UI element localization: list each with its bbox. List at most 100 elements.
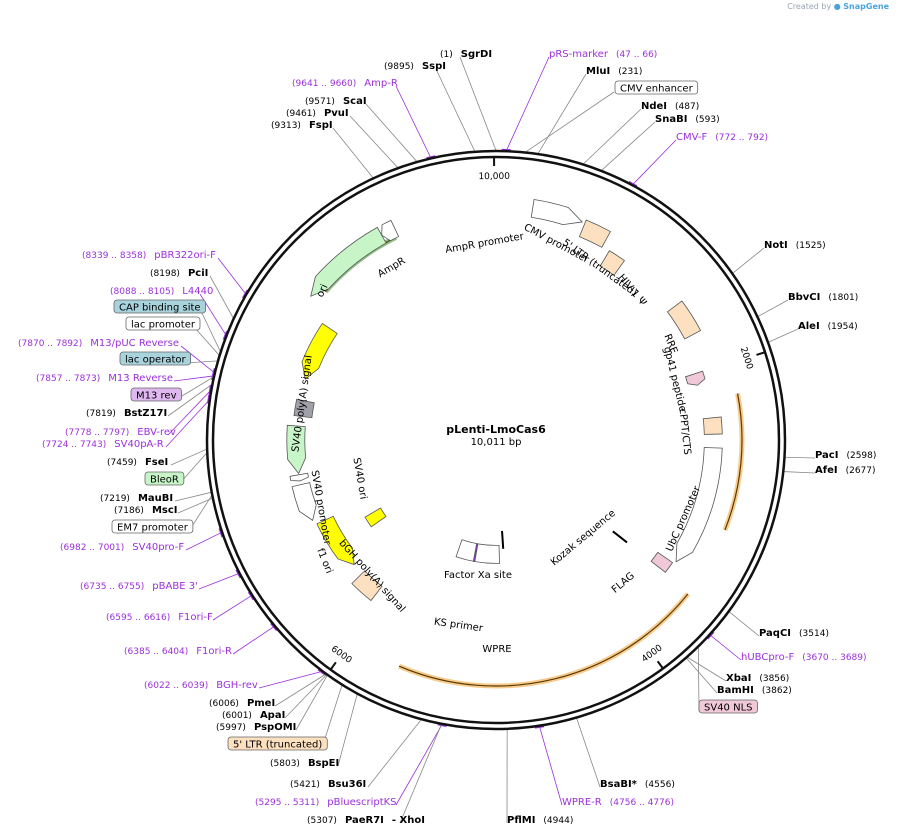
- leader-line: [783, 471, 816, 474]
- feature-f1-ori[interactable]: [316, 515, 355, 566]
- site-label-sv40-nls[interactable]: SV40 NLS: [698, 699, 758, 714]
- feature-ori[interactable]: [301, 322, 338, 380]
- site-name-second: - XhoI: [392, 815, 425, 826]
- site-label-apai[interactable]: (6001)ApaI: [222, 710, 285, 721]
- site-position: (3856): [759, 674, 789, 684]
- site-label-f1ori-f[interactable]: (6595 .. 6616)F1ori-F: [106, 612, 213, 623]
- features: [286, 199, 723, 602]
- feature-5-ltr-truncated[interactable]: [578, 219, 611, 248]
- site-position: (7219): [100, 494, 130, 504]
- feature-ubc-promoter[interactable]: [675, 447, 723, 563]
- feature-bgh-poly-a-signal[interactable]: [351, 570, 383, 602]
- site-name: MauBI: [138, 493, 173, 504]
- site-label-bleor[interactable]: BleoR: [144, 471, 185, 486]
- site-label-fspi[interactable]: (9313)FspI: [271, 120, 333, 131]
- feature-wpre[interactable]: [455, 539, 500, 564]
- site-label-m13-reverse[interactable]: (7857 .. 7873)M13 Reverse: [36, 373, 173, 384]
- site-label-sv40pro-f[interactable]: (6982 .. 7001) SV40pro-F: [60, 542, 184, 553]
- feature-em7-promoter[interactable]: [289, 472, 309, 482]
- site-label-msci[interactable]: (7186)MscI: [114, 505, 178, 516]
- feature-flag[interactable]: [650, 551, 674, 573]
- site-label-maubi[interactable]: (7219) MauBI: [100, 493, 173, 504]
- leader-line: [537, 73, 587, 155]
- site-label-xbai[interactable]: XbaI(3856): [726, 673, 789, 684]
- site-label-wpre-r[interactable]: WPRE-R(4756 .. 4776): [562, 797, 674, 808]
- site-name: BspEI: [308, 758, 339, 769]
- feature-factor-xa-site[interactable]: [501, 530, 505, 549]
- feature-label: f1 ori: [314, 547, 334, 575]
- site-label-paer7i[interactable]: (5307)PaeR7I- XhoI: [307, 815, 425, 826]
- feature-cppt-cts[interactable]: [702, 416, 723, 435]
- site-name: F1ori-R: [196, 646, 232, 657]
- site-label-pmei[interactable]: (6006)PmeI: [209, 698, 275, 709]
- site-label-lac-operator[interactable]: lac operator: [119, 351, 191, 366]
- feature-rre[interactable]: [666, 300, 702, 340]
- site-label-pflmi[interactable]: PflMI(4944): [507, 815, 573, 826]
- site-label-hubcpro-f[interactable]: hUBCpro-F(3670 .. 3689): [741, 652, 867, 663]
- arc-line: [554, 593, 689, 680]
- site-label-bsabi[interactable]: BsaBI *(4556): [600, 779, 675, 790]
- site-name: SV40pro-F: [132, 542, 184, 553]
- site-label-mlui[interactable]: MluI(231): [586, 66, 642, 77]
- site-position: (1954): [828, 322, 858, 332]
- site-label-l4440[interactable]: (8088 .. 8105)L4440: [110, 286, 213, 297]
- leader-line: [185, 531, 223, 551]
- site-name: M13/pUC Reverse: [90, 338, 179, 349]
- site-label-f1ori-r[interactable]: (6385 .. 6404)F1ori-R: [124, 646, 232, 657]
- site-label-pcii[interactable]: (8198)PciI: [150, 268, 208, 279]
- site-label-prs-marker[interactable]: pRS-marker(47 .. 66): [549, 49, 657, 60]
- feature-hiv-1[interactable]: [599, 250, 626, 276]
- site-label-5-ltr-truncated[interactable]: 5' LTR (truncated): [227, 736, 328, 751]
- site-label-cmv-f[interactable]: CMV-F(772 .. 792): [676, 132, 768, 143]
- site-label-sspi[interactable]: (9895)SspI: [384, 61, 446, 72]
- site-label-cap-binding-site[interactable]: CAP binding site: [113, 299, 206, 314]
- feature-box-label: CMV enhancer: [620, 84, 694, 95]
- site-label-m13-rev[interactable]: M13 rev: [130, 387, 182, 402]
- site-label-pbluescriptks[interactable]: (5295 .. 5311)pBluescriptKS: [255, 797, 397, 808]
- site-label-em7-promoter[interactable]: EM7 promoter: [111, 519, 194, 534]
- site-label-sv40pa-r[interactable]: (7724 .. 7743)SV40pA-R: [42, 439, 164, 450]
- feature-ampr-promoter[interactable]: [381, 219, 400, 242]
- site-label-paci[interactable]: PacI(2598): [815, 450, 876, 461]
- site-label-pbr322ori-f[interactable]: (8339 .. 8358)pBR322ori-F: [82, 250, 216, 261]
- site-label-bamhi[interactable]: BamHI(3862): [717, 685, 792, 696]
- feature-sv40-promoter[interactable]: [291, 482, 317, 522]
- site-label-scai[interactable]: (9571)ScaI: [305, 96, 367, 107]
- feature-kozak-sequence[interactable]: [612, 530, 628, 544]
- site-position: (772 .. 792): [715, 133, 768, 143]
- site-label-pspomi[interactable]: (5997)PspOMI: [216, 722, 296, 733]
- feature-sv40-ori[interactable]: [364, 507, 387, 528]
- leader-line: [686, 656, 727, 682]
- site-label-sgrdi[interactable]: (1)SgrDI: [440, 49, 492, 60]
- feature-gp41-peptide[interactable]: [685, 370, 706, 386]
- site-position: (6982 .. 7001): [60, 543, 124, 553]
- site-label-cmv-enhancer[interactable]: CMV enhancer: [614, 80, 699, 95]
- site-label-ndei[interactable]: NdeI(487): [641, 101, 699, 112]
- site-label-ebv-rev[interactable]: (7778 .. 7797)EBV-rev: [65, 427, 176, 438]
- site-label-alei[interactable]: AleI(1954): [798, 321, 858, 332]
- plasmid-backbone: [205, 149, 787, 731]
- site-label-afei[interactable]: AfeI(2677): [815, 465, 876, 476]
- site-label-bgh-rev[interactable]: (6022 .. 6039)BGH-rev: [144, 680, 258, 691]
- leader-line: [435, 68, 476, 152]
- site-label-bstz17i[interactable]: (7819)BstZ17I: [86, 408, 167, 419]
- site-label-bbvci[interactable]: BbvCI(1801): [788, 292, 858, 303]
- feature-ks-primer[interactable]: [472, 543, 479, 563]
- site-label-bspei[interactable]: (5803)BspEI: [270, 758, 339, 769]
- site-label-snabi[interactable]: SnaBI(593): [655, 114, 720, 125]
- site-label-paqci[interactable]: PaqCI(3514): [759, 628, 829, 639]
- site-label-m13-puc-reverse[interactable]: (7870 .. 7892)M13/pUC Reverse: [18, 338, 179, 349]
- site-label-fsei[interactable]: (7459)FseI: [107, 457, 168, 468]
- site-name: PaqCI: [759, 628, 791, 639]
- site-label-lac-promoter[interactable]: lac promoter: [125, 316, 201, 331]
- site-label-bsu36i[interactable]: (5421)Bsu36I: [290, 779, 366, 790]
- feature-cmv-promoter[interactable]: [530, 199, 584, 226]
- feature-sv40-poly-a-signal[interactable]: [293, 398, 315, 419]
- site-label-pvui[interactable]: (9461)PvuI: [286, 108, 349, 119]
- site-label-amp-r[interactable]: (9641 .. 9660)Amp-R: [292, 78, 398, 89]
- site-label-noti[interactable]: NotI(1525): [764, 240, 826, 251]
- site-label-pbabe-3[interactable]: (6735 .. 6755)pBABE 3': [80, 581, 198, 592]
- feature-bleor[interactable]: [286, 424, 307, 475]
- feature-ampr[interactable]: [310, 226, 387, 297]
